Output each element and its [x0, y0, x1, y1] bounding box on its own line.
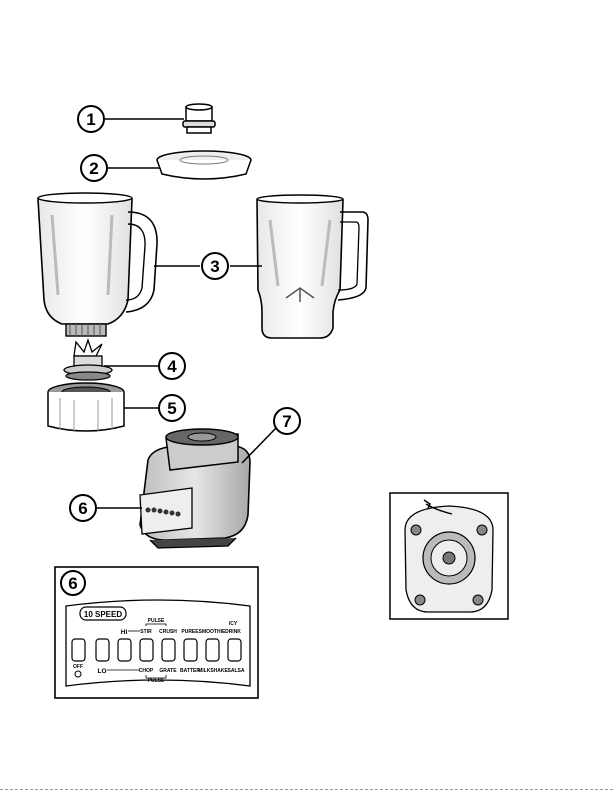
jar-base-ring-part	[48, 383, 124, 432]
svg-text:7: 7	[282, 412, 291, 431]
svg-text:6: 6	[68, 574, 77, 593]
svg-text:PULSE: PULSE	[148, 618, 165, 624]
off-button	[72, 639, 85, 661]
panel-callout-6: 6	[61, 571, 85, 595]
page-divider	[0, 789, 613, 790]
svg-text:SALSA: SALSA	[228, 668, 245, 674]
jar-right-part	[257, 195, 368, 338]
svg-text:DRINK: DRINK	[225, 629, 241, 635]
callout-6: 6	[70, 495, 96, 521]
svg-text:GRATE: GRATE	[159, 668, 177, 674]
power-indicator-light	[75, 671, 81, 677]
svg-text:CRUSH: CRUSH	[159, 629, 177, 635]
speed-button	[118, 639, 131, 661]
base-bottom-view	[390, 493, 508, 619]
speed-button	[206, 639, 219, 661]
svg-text:SMOOTHIE: SMOOTHIE	[199, 629, 226, 635]
svg-text:4: 4	[167, 357, 177, 376]
svg-text:1: 1	[86, 110, 95, 129]
blade-assembly-part	[64, 340, 112, 380]
speed-button	[140, 639, 153, 661]
svg-text:PULSE: PULSE	[148, 678, 165, 684]
svg-text:5: 5	[167, 399, 176, 418]
callout-5: 5	[159, 395, 185, 421]
speed-button	[228, 639, 241, 661]
svg-text:2: 2	[89, 159, 98, 178]
filler-cap-part	[183, 104, 215, 133]
svg-text:6: 6	[78, 499, 87, 518]
callout-2: 2	[81, 155, 107, 181]
callout-3: 3	[202, 253, 228, 279]
svg-text:OFF: OFF	[73, 664, 83, 670]
svg-text:PUREE: PUREE	[181, 629, 199, 635]
svg-text:STIR: STIR	[140, 629, 152, 635]
svg-text:3: 3	[210, 257, 219, 276]
callout-7: 7	[274, 408, 300, 434]
callout-1: 1	[78, 106, 104, 132]
svg-text:CHOP: CHOP	[139, 668, 154, 674]
jar-left-part	[38, 193, 157, 336]
motor-base-part	[140, 429, 250, 548]
brand-label: 10 SPEED	[84, 610, 122, 619]
speed-button	[162, 639, 175, 661]
callout-4: 4	[159, 353, 185, 379]
lid-part	[157, 151, 251, 179]
svg-text:LO: LO	[97, 668, 106, 675]
speed-button	[184, 639, 197, 661]
speed-button-lo	[96, 639, 109, 661]
control-panel-detail: 6 10 SPEED HI PULSE STIR CRUSH PUREE SMO…	[55, 567, 258, 698]
svg-text:MILKSHAKE: MILKSHAKE	[198, 668, 228, 674]
svg-text:ICY: ICY	[229, 621, 238, 627]
svg-text:HI: HI	[121, 629, 128, 636]
